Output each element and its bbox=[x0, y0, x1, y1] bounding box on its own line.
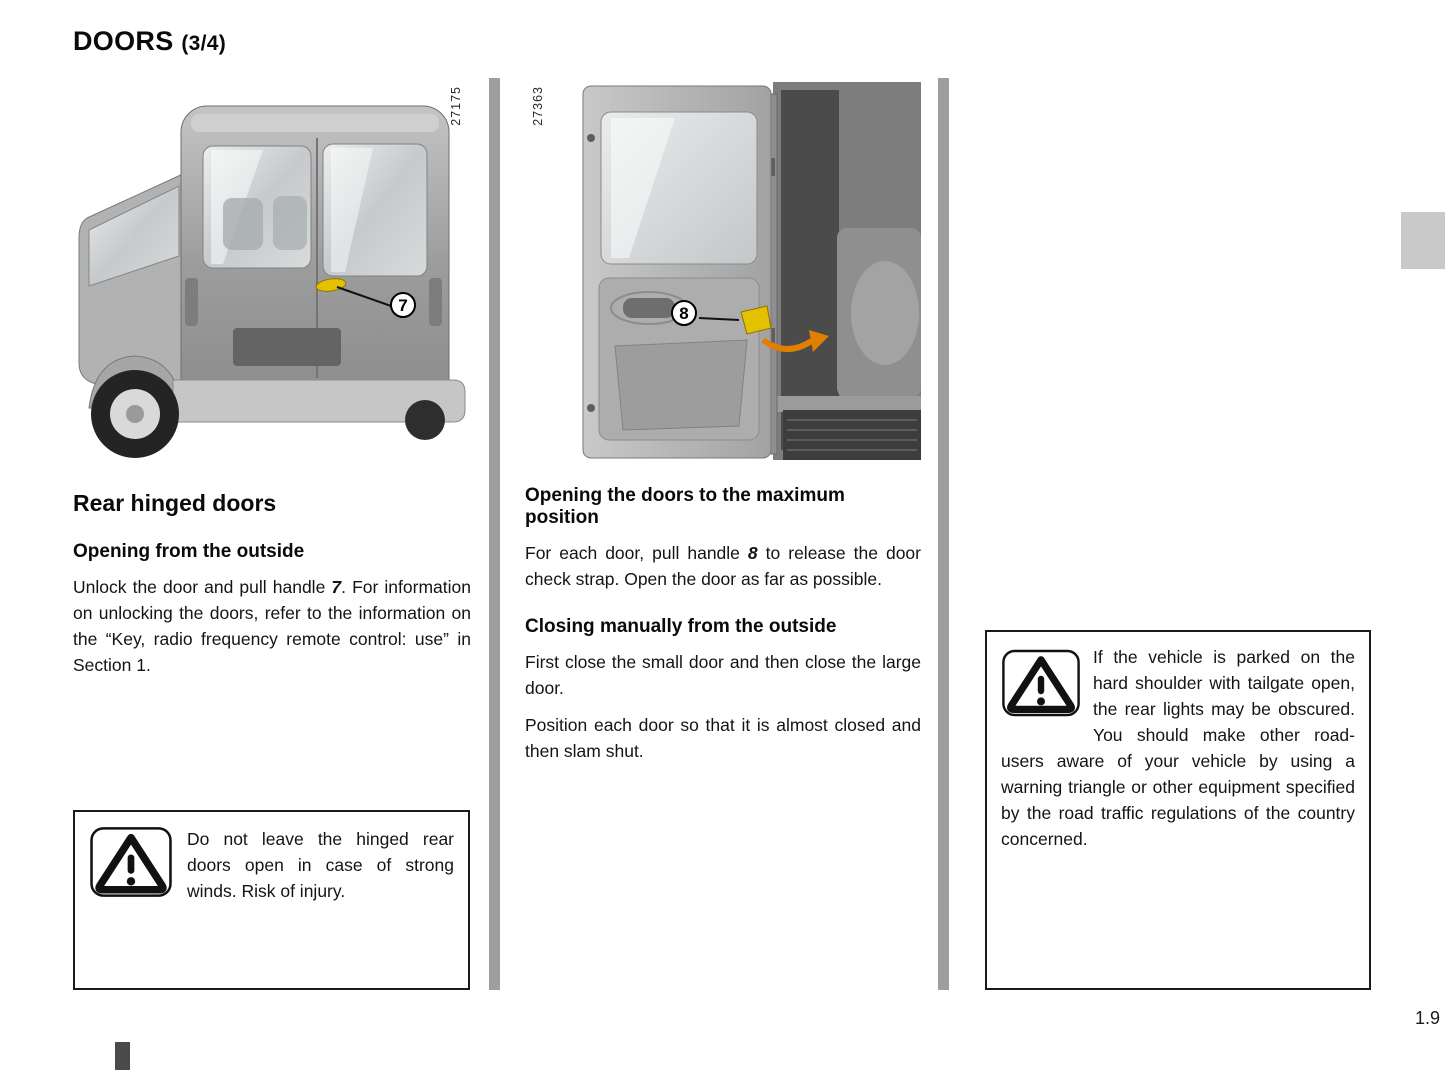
paragraph-closing-1: First close the small door and then clos… bbox=[525, 652, 921, 698]
para-text: to release the door check strap. Open th… bbox=[525, 543, 921, 589]
warning-box-hinged-doors: Do not leave the hinged rear doors open … bbox=[73, 810, 470, 990]
middle-column: 8 27363 Opening the doors to the maximum… bbox=[525, 78, 921, 764]
callout-7: 7 bbox=[390, 292, 416, 318]
section-tab-marker bbox=[1401, 212, 1445, 269]
heading-opening-maximum: Opening the doors to the maximum positio… bbox=[525, 485, 845, 528]
handle-ref-7: 7 bbox=[331, 577, 342, 597]
page-title: DOORS (3/4) bbox=[73, 26, 226, 57]
left-column: 7 27175 Rear hinged doors Opening from t… bbox=[73, 78, 471, 678]
warning-triangle-icon bbox=[89, 824, 173, 900]
warning-triangle-icon bbox=[1001, 646, 1081, 720]
paragraph-closing-2: Position each door so that it is almost … bbox=[525, 715, 921, 761]
page-title-text: DOORS bbox=[73, 26, 174, 56]
page-number: 1.9 bbox=[1414, 1008, 1440, 1028]
print-registration-mark bbox=[115, 1042, 130, 1070]
figure-number-middle: 27363 bbox=[531, 86, 545, 126]
open-door-illustration bbox=[582, 82, 921, 460]
para-text: For each door, pull handle bbox=[525, 543, 748, 563]
figure-doors-maximum-open: 8 27363 bbox=[525, 78, 921, 465]
callout-8: 8 bbox=[671, 300, 697, 326]
handle-ref-8: 8 bbox=[747, 543, 758, 563]
heading-opening-outside: Opening from the outside bbox=[73, 541, 305, 562]
paragraph-opening-outside: Unlock the door and pull handle 7. For i… bbox=[73, 574, 471, 678]
heading-rear-hinged-doors: Rear hinged doors bbox=[73, 490, 277, 516]
figure-rear-hinged-doors: 7 27175 bbox=[73, 78, 471, 468]
para-text: . For information on unlocking the doors… bbox=[73, 577, 471, 675]
warning-text: If the vehicle is parked on the hard sho… bbox=[1001, 647, 1355, 849]
heading-closing-manually: Closing manually from the outside bbox=[525, 616, 837, 637]
warning-box-hard-shoulder: If the vehicle is parked on the hard sho… bbox=[985, 630, 1371, 990]
paragraph-opening-maximum: For each door, pull handle 8 to release … bbox=[525, 540, 921, 592]
page-title-suffix: (3/4) bbox=[181, 32, 227, 55]
warning-text: Do not leave the hinged rear doors open … bbox=[187, 829, 454, 901]
column-divider bbox=[489, 78, 500, 990]
figure-number-left: 27175 bbox=[449, 86, 463, 126]
column-divider bbox=[938, 78, 949, 990]
para-text: Unlock the door and pull handle bbox=[73, 577, 332, 597]
van-rear-illustration bbox=[78, 105, 466, 458]
